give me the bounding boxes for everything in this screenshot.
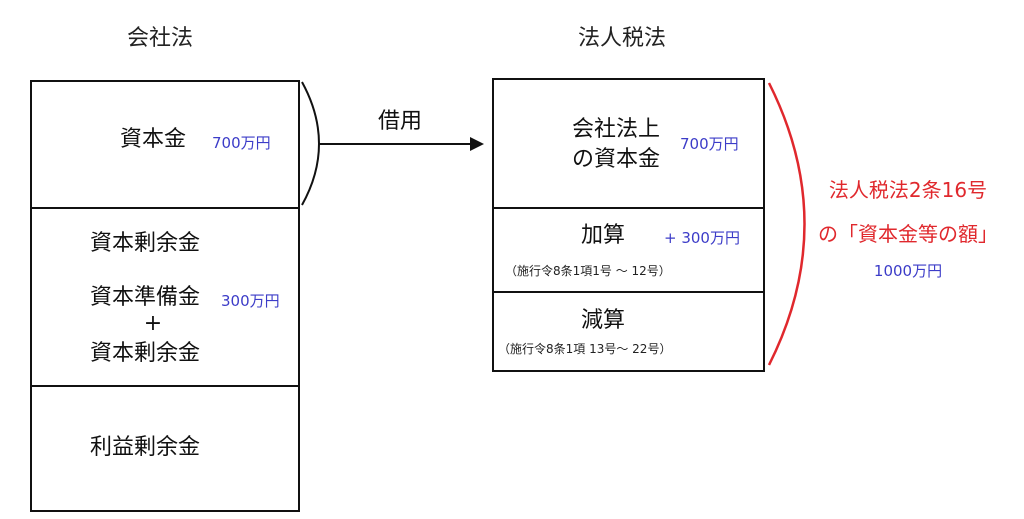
retained-earnings-label: 利益剰余金 [90, 435, 201, 460]
subtraction-label: 減算 [581, 308, 626, 333]
divider-capital [32, 207, 298, 209]
addition-note: （施行令8条1項1号 ～ 12号） [505, 264, 671, 278]
plus-sign: + [143, 311, 163, 336]
subtraction-note: （施行令8条1項 13号～ 22号） [498, 342, 672, 356]
borrow-label: 借用 [378, 109, 423, 134]
capital-reserve-amount: 300万円 [221, 292, 280, 310]
corporate-tax-law-title: 法人税法 [578, 26, 667, 51]
summary-line1: 法人税法2条16号 [828, 178, 988, 202]
capital-label: 資本金 [120, 127, 187, 152]
capital-amount: 700万円 [212, 134, 271, 152]
summary-line2: の「資本金等の額」 [818, 222, 998, 246]
capital-reserve-label: 資本準備金 [90, 285, 201, 310]
addition-label: 加算 [581, 223, 626, 248]
tax-capital-label-line2: の資本金 [572, 147, 661, 172]
summary-amount: 1000万円 [873, 262, 943, 280]
divider-surplus [32, 385, 298, 387]
other-capital-surplus-label: 資本剰余金 [90, 341, 201, 366]
capital-surplus-label: 資本剰余金 [90, 231, 201, 256]
tax-capital-label-line1: 会社法上 [572, 117, 661, 142]
corporate-tax-law-table [492, 78, 765, 372]
capital-brace-curve [301, 81, 320, 206]
company-law-title: 会社法 [127, 26, 194, 51]
divider-subtraction [494, 291, 763, 293]
capital-amount-bracket [767, 82, 806, 366]
addition-amount: + 300万円 [664, 229, 740, 247]
tax-capital-amount: 700万円 [680, 135, 739, 153]
divider-addition [494, 207, 763, 209]
borrow-arrow-head [470, 137, 484, 151]
company-law-table [30, 80, 300, 512]
